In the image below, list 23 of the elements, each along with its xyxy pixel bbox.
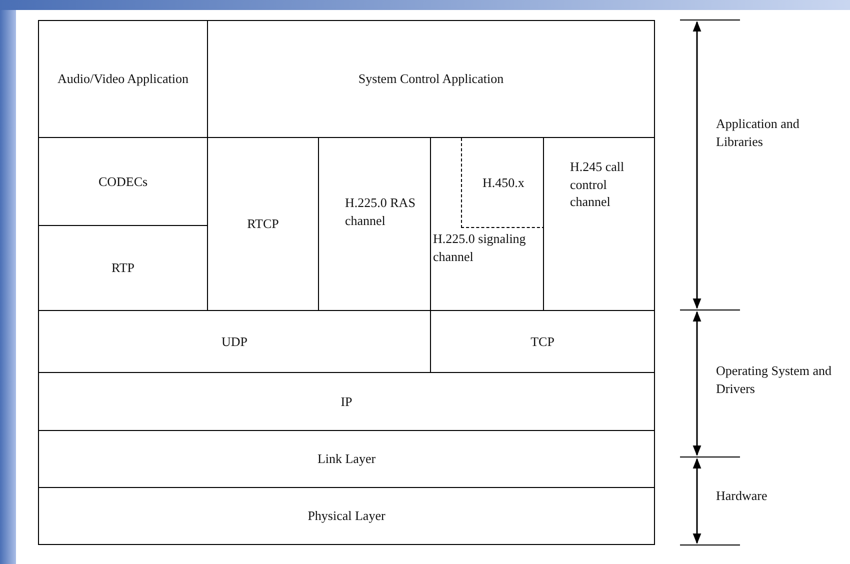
layer-label: Audio/Video Application: [57, 70, 188, 88]
layer-box: [38, 372, 655, 431]
layer-label: System Control Application: [358, 70, 504, 88]
layer-label: H.225.0 RAS channel: [345, 194, 416, 230]
bracket-label: Application and Libraries: [716, 115, 800, 150]
layer-box: [543, 137, 655, 311]
bracket-label: Operating System and Drivers: [716, 362, 833, 398]
layer-label: CODECs: [98, 172, 148, 190]
layer-label: H.450.x: [482, 174, 524, 192]
layer-label: H.225.0 signaling channel: [433, 230, 527, 266]
layer-box: [38, 430, 655, 488]
layer-box: [207, 20, 655, 138]
layer-label: RTP: [111, 259, 135, 277]
bracket-label: Hardware: [716, 487, 768, 505]
layer-label: IP: [340, 392, 352, 410]
layer-box: [38, 487, 655, 545]
layer-label: Physical Layer: [308, 507, 386, 525]
layer-label: TCP: [530, 332, 554, 350]
layer-label: UDP: [221, 332, 248, 350]
layer-label: RTCP: [247, 215, 279, 233]
layer-box: [38, 20, 208, 138]
layer-label: Link Layer: [317, 450, 376, 468]
layer-label: H.245 call control channel: [570, 158, 626, 211]
